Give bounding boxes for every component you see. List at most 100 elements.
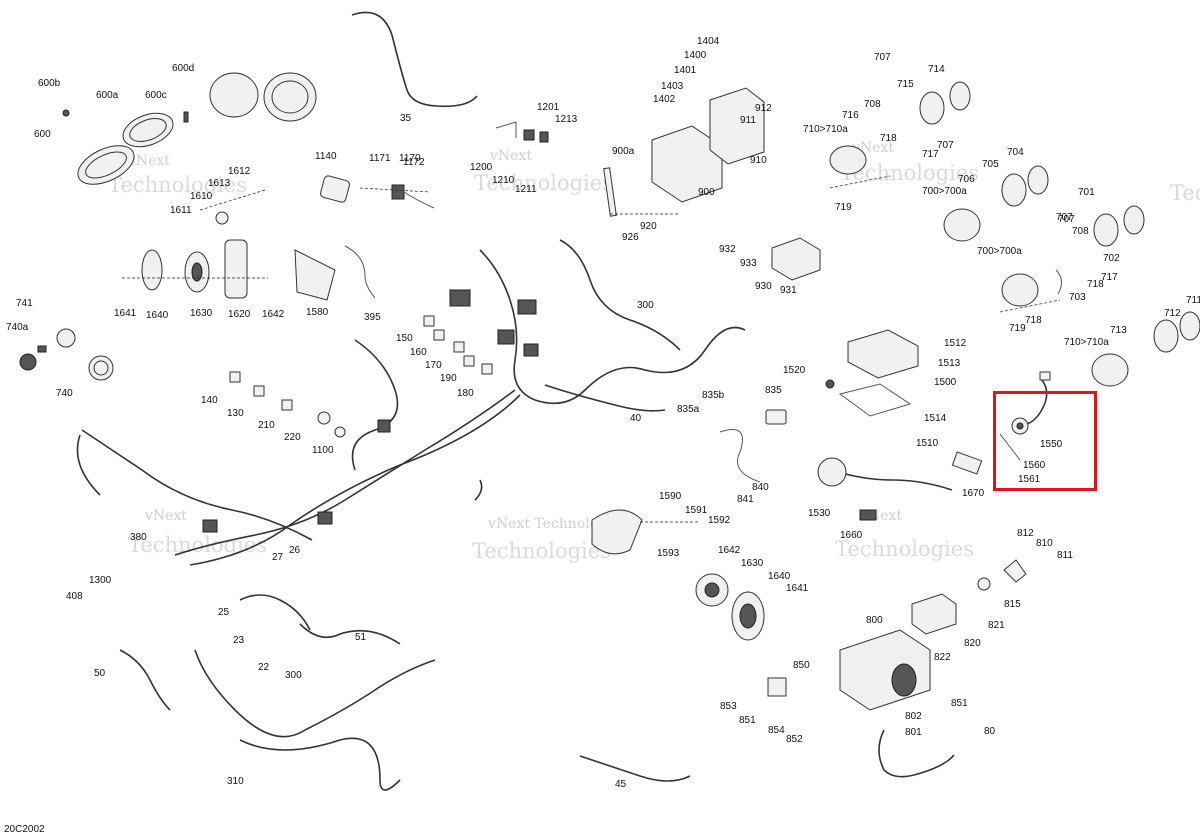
headlight-icon	[829, 145, 867, 175]
part-number-label: 711	[1186, 295, 1200, 306]
connector-icon	[253, 385, 265, 397]
part-number-label: 820	[964, 638, 981, 649]
part-number-label: 1500	[934, 377, 957, 388]
part-number-label: 1560	[1023, 460, 1046, 471]
part-number-label: 1170	[399, 153, 421, 164]
harness-segment	[544, 384, 666, 412]
part-number-label: 1642	[262, 309, 285, 320]
part-number-label: 714	[928, 64, 945, 75]
part-number-label: 80	[984, 726, 996, 737]
part-number-label: 926	[622, 232, 639, 243]
part-number-label: 50	[94, 668, 106, 679]
part-number-label: 700>700a	[922, 186, 967, 197]
headlight-ring-icon	[1027, 165, 1049, 195]
part-number-label: 931	[780, 285, 797, 296]
part-number-label: 717	[1101, 272, 1118, 283]
connector-icon	[1039, 371, 1051, 381]
part-number-label: 1630	[741, 558, 764, 569]
winch-cable-icon	[878, 729, 955, 778]
part-number-label: 854	[768, 725, 785, 736]
part-number-label: 1140	[315, 151, 337, 162]
connector-icon	[423, 315, 435, 327]
headlight-ring-icon	[1123, 205, 1145, 235]
part-number-label: 740	[56, 388, 73, 399]
switch-icon	[765, 409, 787, 425]
screw-icon	[37, 345, 47, 353]
harness-segment	[76, 434, 101, 496]
headlight-ring-icon	[1093, 213, 1119, 247]
aux-light-lens-icon	[93, 360, 109, 376]
part-number-label: 1512	[944, 338, 967, 349]
battery-icon	[651, 125, 723, 203]
part-number-label: 1641	[114, 308, 137, 319]
part-number-label: 1590	[659, 491, 682, 502]
connector-icon	[377, 419, 391, 433]
headlight-ring-icon	[919, 91, 945, 125]
part-number-label: 718	[880, 133, 897, 144]
cable-310-icon	[239, 737, 401, 791]
part-number-label: 704	[1007, 147, 1024, 158]
bulb-icon	[183, 111, 189, 123]
part-number-label: 1640	[146, 310, 169, 321]
regulator-icon	[771, 237, 821, 281]
part-number-label: 1404	[697, 36, 720, 47]
clip-icon	[1055, 269, 1062, 295]
winch-switch-icon	[767, 677, 787, 697]
part-number-label: 150	[396, 333, 413, 344]
part-number-label: 900a	[612, 146, 635, 157]
leader-line	[199, 189, 266, 211]
connector-icon	[497, 329, 515, 345]
headlight-ring-icon	[1001, 173, 1027, 207]
speaker-grille-icon	[141, 249, 163, 291]
part-number-label: 1401	[674, 65, 697, 76]
part-number-label: 932	[719, 244, 736, 255]
part-number-label: 930	[755, 281, 772, 292]
watermark-text: vNext	[489, 148, 532, 164]
document-code: 20C2002	[4, 824, 45, 835]
cable-23-icon	[239, 594, 311, 631]
part-number-label: 1211	[515, 184, 537, 195]
relay-icon	[523, 129, 535, 141]
harness-segment	[81, 429, 313, 541]
connector-icon	[229, 371, 241, 383]
connector-icon	[317, 411, 331, 425]
part-number-label: 822	[934, 652, 951, 663]
speaker-cone-icon	[704, 582, 720, 598]
part-number-label: 1660	[840, 530, 863, 541]
winch-icon	[839, 629, 931, 711]
part-number-label: 712	[1164, 308, 1181, 319]
module-icon	[847, 329, 919, 379]
leader-line	[999, 299, 1061, 313]
part-number-label: 45	[615, 779, 627, 790]
watermark-text: Technologies	[1170, 181, 1200, 205]
part-number-label: 715	[897, 79, 914, 90]
part-number-label: 1201	[537, 102, 560, 113]
part-number-label: 210	[258, 420, 275, 431]
headlight-icon	[1091, 353, 1129, 387]
part-number-label: 740a	[6, 322, 29, 333]
harness-segment	[474, 479, 483, 501]
connector-icon	[391, 184, 405, 200]
cable-50-icon	[119, 649, 171, 711]
part-number-label: 706	[958, 174, 975, 185]
part-number-label: 1613	[208, 178, 231, 189]
part-number-label: 701	[1078, 187, 1095, 198]
part-number-label: 821	[988, 620, 1005, 631]
part-number-label: 1210	[492, 175, 515, 186]
cable-35-icon	[351, 11, 478, 108]
speaker-magnet-icon	[739, 603, 757, 629]
gauge-cluster	[62, 72, 317, 225]
wire-icon	[719, 429, 761, 483]
leader-line	[999, 433, 1021, 461]
part-number-label: 1640	[768, 571, 791, 582]
connector-icon	[463, 355, 475, 367]
relay-icon	[539, 131, 549, 143]
harness-segment	[351, 339, 399, 471]
cable-51-icon	[299, 623, 401, 645]
winch-drum-icon	[891, 663, 917, 697]
part-number-label: 1510	[916, 438, 939, 449]
watermark-text: Technologies	[108, 173, 247, 197]
part-number-label: 1200	[470, 162, 493, 173]
part-number-label: 812	[1017, 528, 1034, 539]
